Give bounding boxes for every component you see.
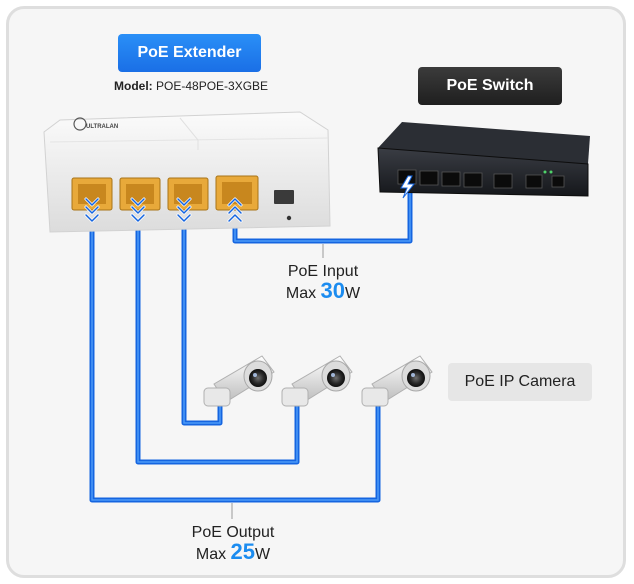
brand-logo-icon (73, 117, 87, 131)
poe-input-max-unit: W (345, 285, 361, 302)
rj45-port-3 (167, 177, 209, 211)
poe-output-caption: PoE Output Max 25W (168, 523, 298, 564)
poe-output-max: Max 25W (168, 539, 298, 564)
poe-input-caption: PoE Input Max 30W (268, 262, 378, 303)
power-bolt-icon (400, 175, 416, 199)
poe-input-label: PoE Input (287, 263, 359, 280)
poe-output-max-unit: W (255, 546, 271, 563)
ip-camera-2 (281, 355, 353, 407)
extender-ports (71, 175, 259, 211)
brand-logo-text: ULTRALAN (86, 124, 118, 130)
cables (89, 190, 413, 503)
poe-input-max: Max 30W (268, 278, 378, 303)
poe-extender-title: PoE Extender (118, 34, 261, 72)
ip-camera-1 (203, 355, 275, 407)
switch-ports (397, 169, 565, 189)
dip-switch (274, 190, 294, 204)
cable-out-2 (135, 222, 300, 465)
model-value: POE-48POE-3XGBE (156, 79, 269, 93)
poe-switch-device (377, 122, 590, 199)
poe-switch-title: PoE Switch (418, 67, 562, 105)
poe-output-max-prefix: Max (195, 546, 227, 563)
rj45-port-input (215, 175, 259, 211)
poe-ip-camera-title: PoE IP Camera (448, 363, 592, 401)
poe-input-max-value: 30 (320, 278, 346, 303)
poe-output-label: PoE Output (191, 524, 275, 541)
model-label: Model: (114, 79, 153, 93)
poe-output-max-value: 25 (230, 539, 256, 564)
rj45-port-2 (119, 177, 161, 211)
poe-extender-device: ULTRALAN (43, 111, 331, 233)
model-line: Model: POE-48POE-3XGBE (114, 79, 268, 93)
ip-camera-3 (361, 355, 433, 407)
poe-input-max-prefix: Max (285, 285, 317, 302)
